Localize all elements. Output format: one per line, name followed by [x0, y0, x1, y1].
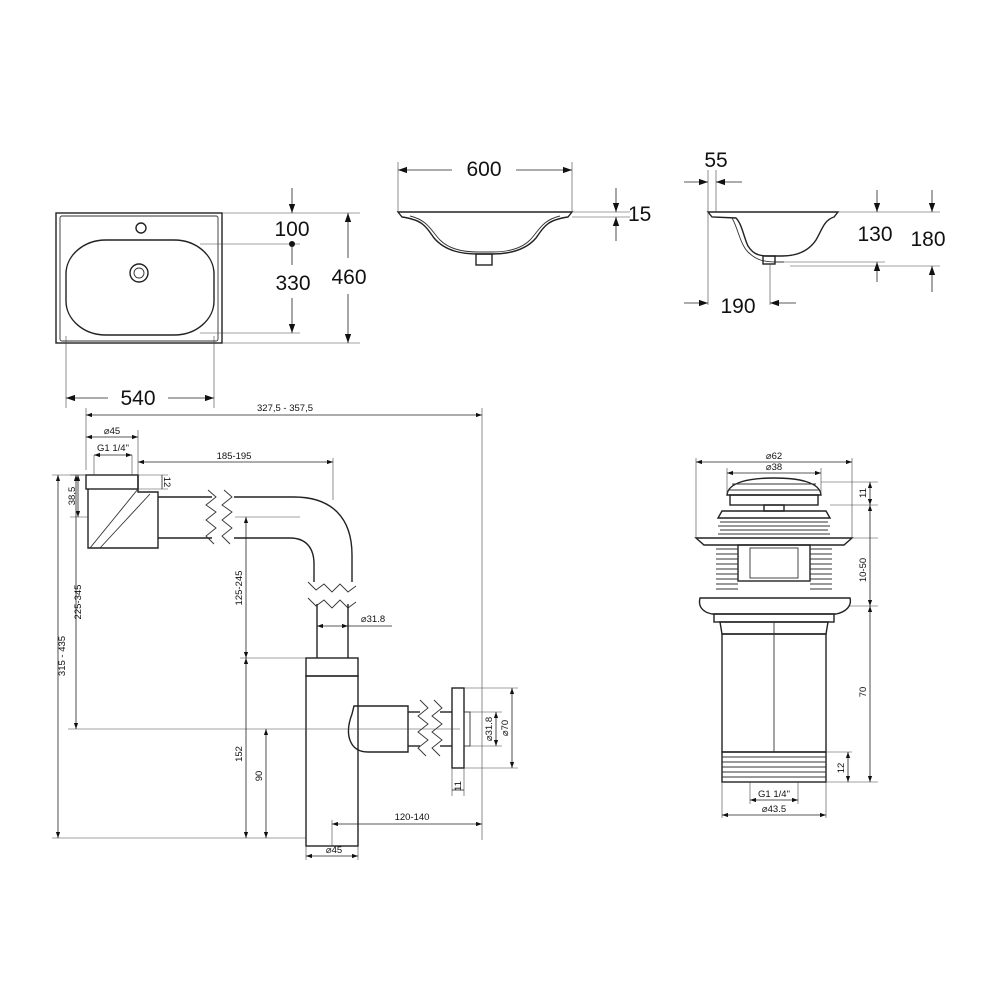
- basin-top-view: 540 460 100 330: [55, 188, 367, 410]
- dim-inlet-height: 38,5: [67, 487, 78, 506]
- drain-valve-washer-bottom: [698, 597, 852, 615]
- dim-rim-offset: 55: [704, 149, 727, 172]
- dim-horizontal-run: 185-195: [217, 451, 252, 462]
- dim-inlet-thread: G1 1/4": [97, 443, 129, 454]
- dim-width: 540: [120, 387, 155, 410]
- dim-body-length: 70: [858, 687, 869, 698]
- dim-overall-length: 327,5 - 357,5: [257, 403, 313, 414]
- dim-rim-thickness: 15: [628, 203, 651, 226]
- dim-outlet-height: 90: [254, 771, 265, 782]
- dim-cap-height: 11: [858, 488, 869, 498]
- dim-height: 180: [910, 228, 945, 251]
- drain-hole-inner: [133, 267, 145, 279]
- siphon-nut: [305, 657, 359, 677]
- drain-valve-drawing: ⌀62 ⌀38 11 10-50 70 12 G1 1/4" ⌀43.5: [694, 451, 878, 818]
- basin-side-view: 55 130 180 190: [684, 149, 946, 318]
- drain-hole-outer: [129, 263, 149, 283]
- dim-drain-depth: 130: [857, 223, 892, 246]
- dim-clamp-range: 10-50: [858, 558, 869, 582]
- siphon-wall-flange: [451, 687, 465, 769]
- basin-front-profile: [396, 211, 574, 255]
- dim-outlet-length: 120-140: [395, 812, 430, 823]
- siphon-outlet-branch: [347, 705, 409, 753]
- dim-total-height: 315 - 435: [57, 636, 68, 676]
- drain-valve-thread-upper: [718, 521, 830, 535]
- dim-body-diameter: ⌀45: [326, 845, 342, 856]
- dim-wall-flange-diameter: ⌀70: [500, 720, 511, 736]
- dim-tube-diameter: ⌀31.8: [361, 614, 385, 625]
- drain-valve-washer-top: [694, 537, 854, 546]
- basin-outline: [55, 212, 223, 344]
- dim-tap-hole-offset: 100: [274, 218, 309, 241]
- drain-valve-thread-mid: [716, 548, 832, 590]
- basin-bowl: [65, 239, 215, 336]
- siphon-drawing: 327,5 - 357,5 ⌀45 G1 1/4" 185-195 12 38,…: [52, 403, 518, 860]
- dim-inlet-diameter: ⌀45: [104, 426, 120, 437]
- dim-flange-thickness: 11: [453, 781, 464, 791]
- drain-valve-thread-bottom: [721, 751, 827, 783]
- dim-cap-diameter: ⌀38: [766, 462, 782, 473]
- siphon-inlet-cap: [85, 474, 139, 490]
- dim-depth: 460: [331, 266, 366, 289]
- front-drain-spigot: [475, 253, 493, 266]
- dim-drain-distance: 190: [720, 295, 755, 318]
- drain-valve-cap: [726, 477, 822, 496]
- basin-inner-outline: [59, 215, 219, 342]
- side-drain-spigot: [762, 255, 776, 265]
- dim-nut-height: 12: [161, 477, 172, 488]
- dim-body-height: 152: [234, 746, 245, 762]
- siphon-bend-pipe: [234, 496, 353, 582]
- dim-valve-thread: G1 1/4": [758, 789, 790, 800]
- dim-thread-length: 12: [836, 763, 847, 774]
- basin-side-profile: [706, 211, 840, 257]
- tap-hole: [135, 222, 147, 234]
- dim-outer-diameter: ⌀43.5: [762, 804, 786, 815]
- dim-outlet-pipe-diameter: ⌀31.8: [484, 717, 495, 741]
- dim-flange-diameter: ⌀62: [766, 451, 782, 462]
- dim-bowl-depth: 330: [275, 272, 310, 295]
- dim-vertical-drop: 125-245: [234, 571, 245, 606]
- dim-inlet-to-outlet: 225-345: [73, 585, 84, 620]
- dim-front-width: 600: [466, 158, 501, 181]
- basin-front-view: 600 15: [396, 158, 651, 266]
